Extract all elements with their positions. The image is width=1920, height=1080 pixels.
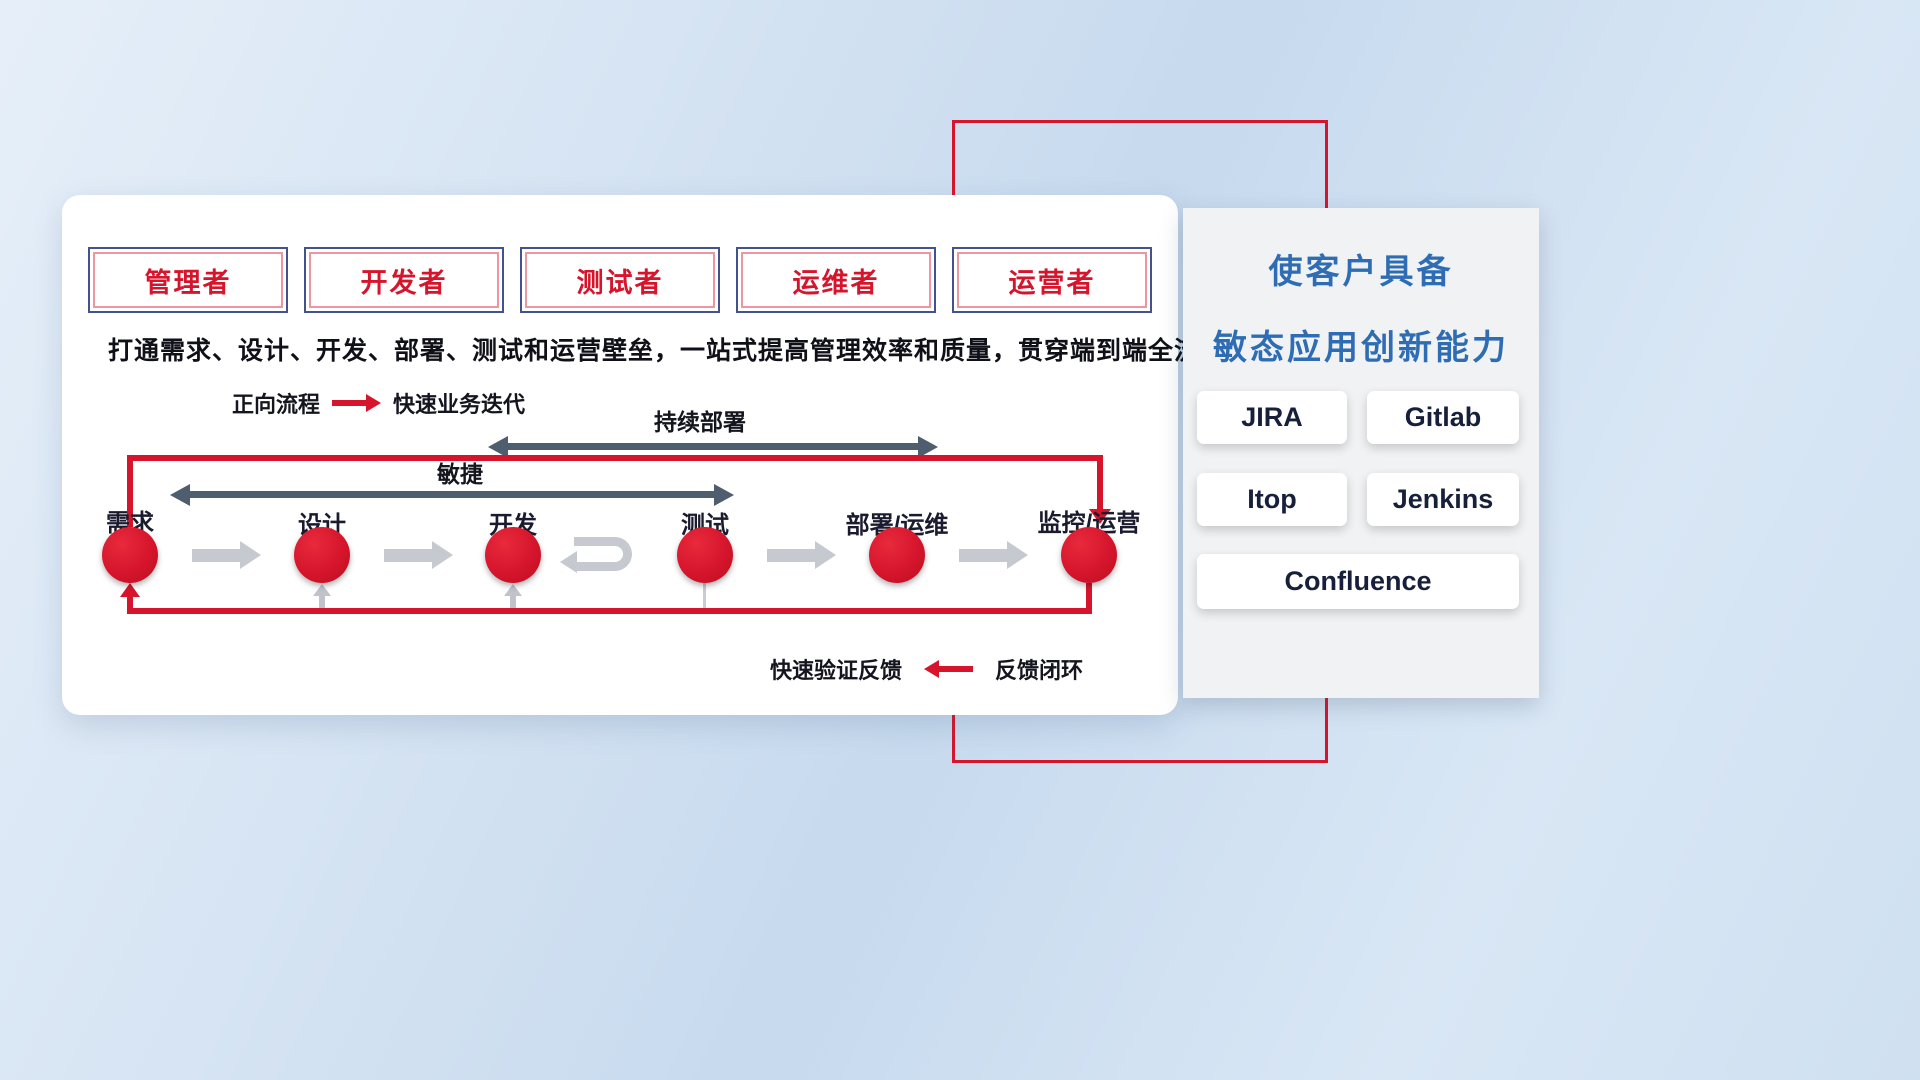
- panel-title-line2: 敏态应用创新能力: [1213, 329, 1509, 367]
- red-loop-bottom-horizontal: [127, 608, 1092, 614]
- double-arrow-agile-right-icon: [714, 484, 734, 506]
- double-arrow-continuous-deployment: [506, 443, 920, 450]
- role-label: 管理者: [144, 267, 232, 298]
- role-label: 运维者: [792, 267, 880, 298]
- gray-up-arrow-icon: [313, 584, 331, 596]
- double-arrow-continuous-deployment-left-icon: [488, 436, 508, 458]
- double-arrow-agile: [188, 491, 716, 498]
- red-loop-top-horizontal: [127, 455, 1103, 461]
- gray-connector-line: [703, 583, 706, 608]
- right-panel: 使客户具备 敏态应用创新能力 JIRA Gitlab Itop Jenkins …: [1183, 208, 1539, 698]
- gray-up-arrow-stem: [510, 596, 516, 608]
- panel-title-line1: 使客户具备: [1268, 253, 1454, 291]
- role-box-tester: 测试者: [520, 247, 720, 313]
- flow-arrow-icon: [959, 541, 1028, 569]
- legend-feedback: 快速验证反馈 反馈闭环: [770, 653, 1083, 685]
- double-arrow-agile-left-icon: [170, 484, 190, 506]
- flow-arrow-icon: [767, 541, 836, 569]
- legend-feedback-desc: 快速验证反馈: [770, 658, 903, 683]
- iterate-loop-icon: [574, 537, 632, 571]
- gray-up-arrow-icon: [504, 584, 522, 596]
- node-circle-develop: [485, 527, 541, 583]
- node-circle-monitor-ops: [1061, 527, 1117, 583]
- forward-arrow-icon: [332, 394, 382, 412]
- red-loop-return-right-vertical: [1086, 583, 1092, 614]
- node-circle-deploy-ops: [869, 527, 925, 583]
- feedback-arrow-icon: [924, 660, 974, 678]
- node-circle-test: [677, 527, 733, 583]
- tool-button-gitlab: Gitlab: [1367, 391, 1519, 444]
- subtitle: 打通需求、设计、开发、部署、测试和运营壁垒，一站式提高管理效率和质量，贯穿端到端…: [108, 337, 1227, 365]
- red-loop-right-vertical: [1097, 455, 1103, 511]
- node-circle-design: [294, 527, 350, 583]
- role-label: 测试者: [576, 267, 664, 298]
- label-agile: 敏捷: [437, 461, 483, 487]
- role-box-developer: 开发者: [304, 247, 504, 313]
- flow-arrow-icon: [192, 541, 261, 569]
- red-loop-left-vertical: [127, 455, 133, 527]
- role-box-operator: 运维者: [736, 247, 936, 313]
- red-loop-down-arrow-icon: [1089, 509, 1111, 524]
- tool-button-jenkins: Jenkins: [1367, 473, 1519, 526]
- double-arrow-continuous-deployment-right-icon: [918, 436, 938, 458]
- role-label: 运营者: [1008, 267, 1096, 298]
- red-loop-up-arrow-icon: [120, 583, 140, 597]
- role-box-row: 管理者 开发者 测试者 运维者 运营者: [88, 247, 1152, 313]
- legend-forward: 正向流程 快速业务迭代: [232, 387, 525, 419]
- role-label: 开发者: [360, 267, 448, 298]
- main-diagram-card: 管理者 开发者 测试者 运维者 运营者 打通需求、设计、开发、部署、测试和运营壁…: [62, 195, 1225, 715]
- red-loop-return-left-vertical: [127, 596, 133, 610]
- node-circle-requirement: [102, 527, 158, 583]
- tool-button-itop: Itop: [1197, 473, 1347, 526]
- role-box-business-operator: 运营者: [952, 247, 1152, 313]
- gray-up-arrow-stem: [319, 596, 325, 608]
- tool-button-jira: JIRA: [1197, 391, 1347, 444]
- role-box-manager: 管理者: [88, 247, 288, 313]
- flow-arrow-icon: [384, 541, 453, 569]
- legend-feedback-label: 反馈闭环: [995, 658, 1084, 683]
- tool-button-confluence: Confluence: [1197, 554, 1519, 609]
- iterate-loop-arrow-icon: [560, 551, 577, 573]
- legend-forward-desc: 快速业务迭代: [393, 392, 526, 417]
- legend-forward-label: 正向流程: [232, 392, 321, 417]
- label-continuous-deployment: 持续部署: [654, 409, 746, 435]
